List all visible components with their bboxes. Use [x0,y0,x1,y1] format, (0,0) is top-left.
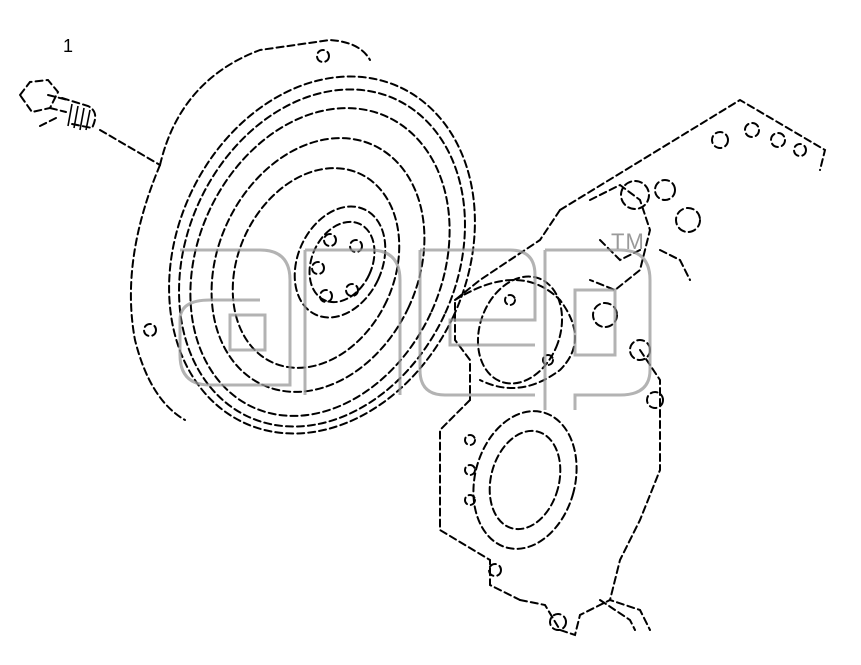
engine-block [439,98,827,637]
trademark-mark: TM [611,229,645,254]
bolt-icon [18,78,161,166]
watermark-logo [178,248,652,410]
callout-1: 1 [63,36,74,56]
flywheel-disc [129,38,476,435]
